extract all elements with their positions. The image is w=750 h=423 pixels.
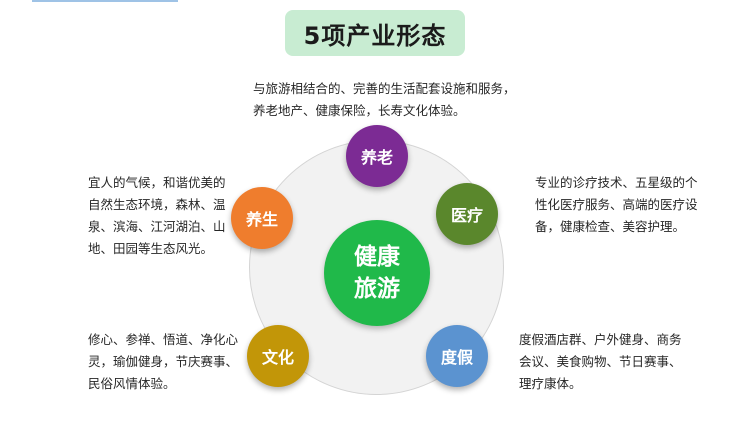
center-label-line2: 旅游 (354, 276, 400, 302)
node-dujia: 度假 (426, 325, 488, 387)
center-label-line1: 健康 (354, 244, 400, 270)
node-yanglao: 养老 (346, 125, 408, 187)
description-yanglao: 与旅游相结合的、完善的生活配套设施和服务，养老地产、健康保险，长寿文化体验。 (253, 81, 516, 118)
page-title: 5项产业形态 (303, 21, 447, 50)
description-wenhua: 修心、参禅、悟道、净化心灵，瑜伽健身，节庆赛事、民俗风情体验。 (88, 332, 239, 391)
node-label-wenhua: 文化 (261, 348, 294, 367)
node-yangsheng: 养生 (231, 187, 293, 249)
node-label-dujia: 度假 (440, 348, 473, 367)
top-accent-strip (32, 0, 178, 2)
title-banner: 5项产业形态 (285, 10, 465, 56)
node-label-yanglao: 养老 (360, 148, 393, 167)
center-hub: 健康 旅游 (324, 220, 430, 326)
node-wenhua: 文化 (247, 325, 309, 387)
node-label-yangsheng: 养生 (245, 210, 278, 229)
node-label-yiliao: 医疗 (450, 206, 483, 225)
description-dujia: 度假酒店群、户外健身、商务会议、美食购物、节日赛事、理疗康体。 (519, 332, 682, 391)
description-yiliao: 专业的诊疗技术、五星级的个性化医疗服务、高端的医疗设备，健康检查、美容护理。 (535, 175, 698, 234)
description-yangsheng: 宜人的气候，和谐优美的自然生态环境，森林、温泉、滨海、江河湖泊、山地、田园等生态… (88, 175, 226, 256)
node-yiliao: 医疗 (436, 183, 498, 245)
